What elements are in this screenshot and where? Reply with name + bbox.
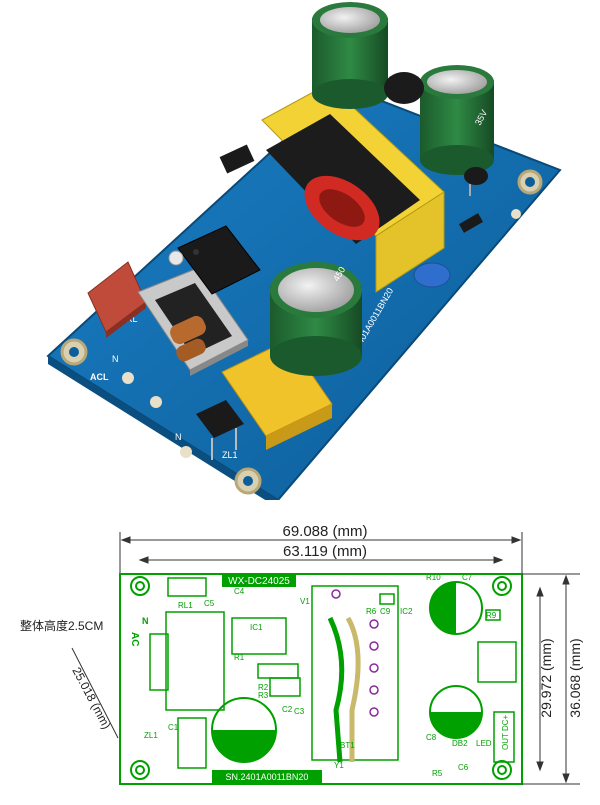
label-r2: R2 — [258, 683, 269, 692]
label-r5: R5 — [432, 769, 443, 778]
drawing-pcb-code: SN.2401A0011BN20 — [226, 772, 309, 782]
silk-n: N — [112, 354, 119, 364]
led — [168, 250, 184, 266]
label-bt1: BT1 — [340, 741, 355, 750]
bridge-rectifier — [196, 400, 244, 460]
label-r3: R3 — [258, 691, 269, 700]
label-r10: R10 — [426, 573, 441, 582]
component-outlines — [149, 577, 517, 769]
dim-outer-width — [119, 532, 523, 578]
dim-inner-width — [138, 556, 504, 564]
y-capacitor-blue — [413, 262, 451, 288]
dim-heights — [522, 573, 580, 785]
smd-component — [219, 144, 255, 174]
label-c3: C3 — [294, 707, 305, 716]
electrolytic-capacitor-symbols — [211, 581, 483, 763]
smd-component — [458, 213, 484, 233]
solder-pads — [122, 209, 521, 458]
transformer-trace — [345, 616, 361, 762]
label-c9: C9 — [380, 607, 391, 616]
transistor — [464, 167, 488, 196]
label-led: LED — [476, 739, 492, 748]
label-r9: R9 — [486, 611, 497, 620]
label-c6: C6 — [458, 763, 469, 772]
label-c1: C1 — [168, 723, 179, 732]
dim-outer-height-label: 36.068 (mm) — [567, 638, 583, 717]
component-labels: RL1 C5 C4 V1 IC1 IC2 R6 C9 R10 C7 R9 R1 … — [129, 573, 510, 778]
label-c4: C4 — [234, 587, 245, 596]
small-inductor — [384, 72, 424, 104]
label-y1: Y1 — [334, 761, 344, 770]
electrolytic-capacitor-top-left — [312, 2, 388, 109]
label-rl1: RL1 — [178, 601, 193, 610]
dimension-drawing-svg: 69.088 (mm) 63.119 (mm) 29.972 (mm) 36.0… — [20, 523, 583, 785]
dim-inner-width-label: 63.119 (mm) — [283, 543, 367, 560]
label-v1: V1 — [300, 597, 310, 606]
label-ic1: IC1 — [250, 623, 263, 632]
label-zl1: ZL1 — [144, 731, 158, 740]
dim-outer-width-label: 69.088 (mm) — [282, 523, 367, 540]
common-mode-choke — [137, 267, 249, 376]
label-ac: AC — [129, 632, 140, 646]
dimension-drawing: 69.088 (mm) 63.119 (mm) 29.972 (mm) 36.0… — [0, 500, 600, 800]
label-c7: C7 — [462, 573, 473, 582]
label-db2: DB2 — [452, 739, 468, 748]
ic-chip — [177, 225, 261, 295]
label-ic2: IC2 — [400, 607, 413, 616]
label-n: N — [142, 616, 149, 626]
overall-height-note: 整体高度2.5CM — [20, 618, 103, 633]
dim-depth-label: 25.018 (mm) — [69, 665, 113, 732]
transformer-trace — [327, 616, 345, 763]
electrolytic-capacitor-top-right: 35V — [420, 65, 494, 175]
label-out: OUT DC+ — [501, 714, 510, 750]
silk-zl: ZL1 — [222, 450, 238, 460]
silk-acl: ACL — [90, 372, 109, 382]
label-c2: C2 — [282, 705, 293, 714]
drawing-board-label: WX-DC24025 — [228, 576, 290, 587]
label-c8: C8 — [426, 733, 437, 742]
dim-inner-height-label: 29.972 (mm) — [538, 638, 554, 717]
silk-nl: N — [175, 432, 182, 442]
label-r1: R1 — [234, 653, 245, 662]
dim-depth — [71, 647, 119, 739]
transformer — [261, 83, 445, 293]
silk-rl: RL — [126, 314, 138, 324]
electrolytic-capacitor-large: 450 — [270, 262, 362, 376]
label-c5: C5 — [204, 599, 215, 608]
transformer-pins — [331, 589, 379, 717]
pcb-photo-illustration: ACL N N RL ZL1 WX-DC24025 SN.2401A0011BN… — [46, 2, 562, 508]
drawing-mounting-holes — [130, 576, 512, 780]
product-photo: ACL N N RL ZL1 WX-DC24025 SN.2401A0011BN… — [46, 2, 562, 508]
mounting-holes — [60, 169, 543, 495]
label-r6: R6 — [366, 607, 377, 616]
